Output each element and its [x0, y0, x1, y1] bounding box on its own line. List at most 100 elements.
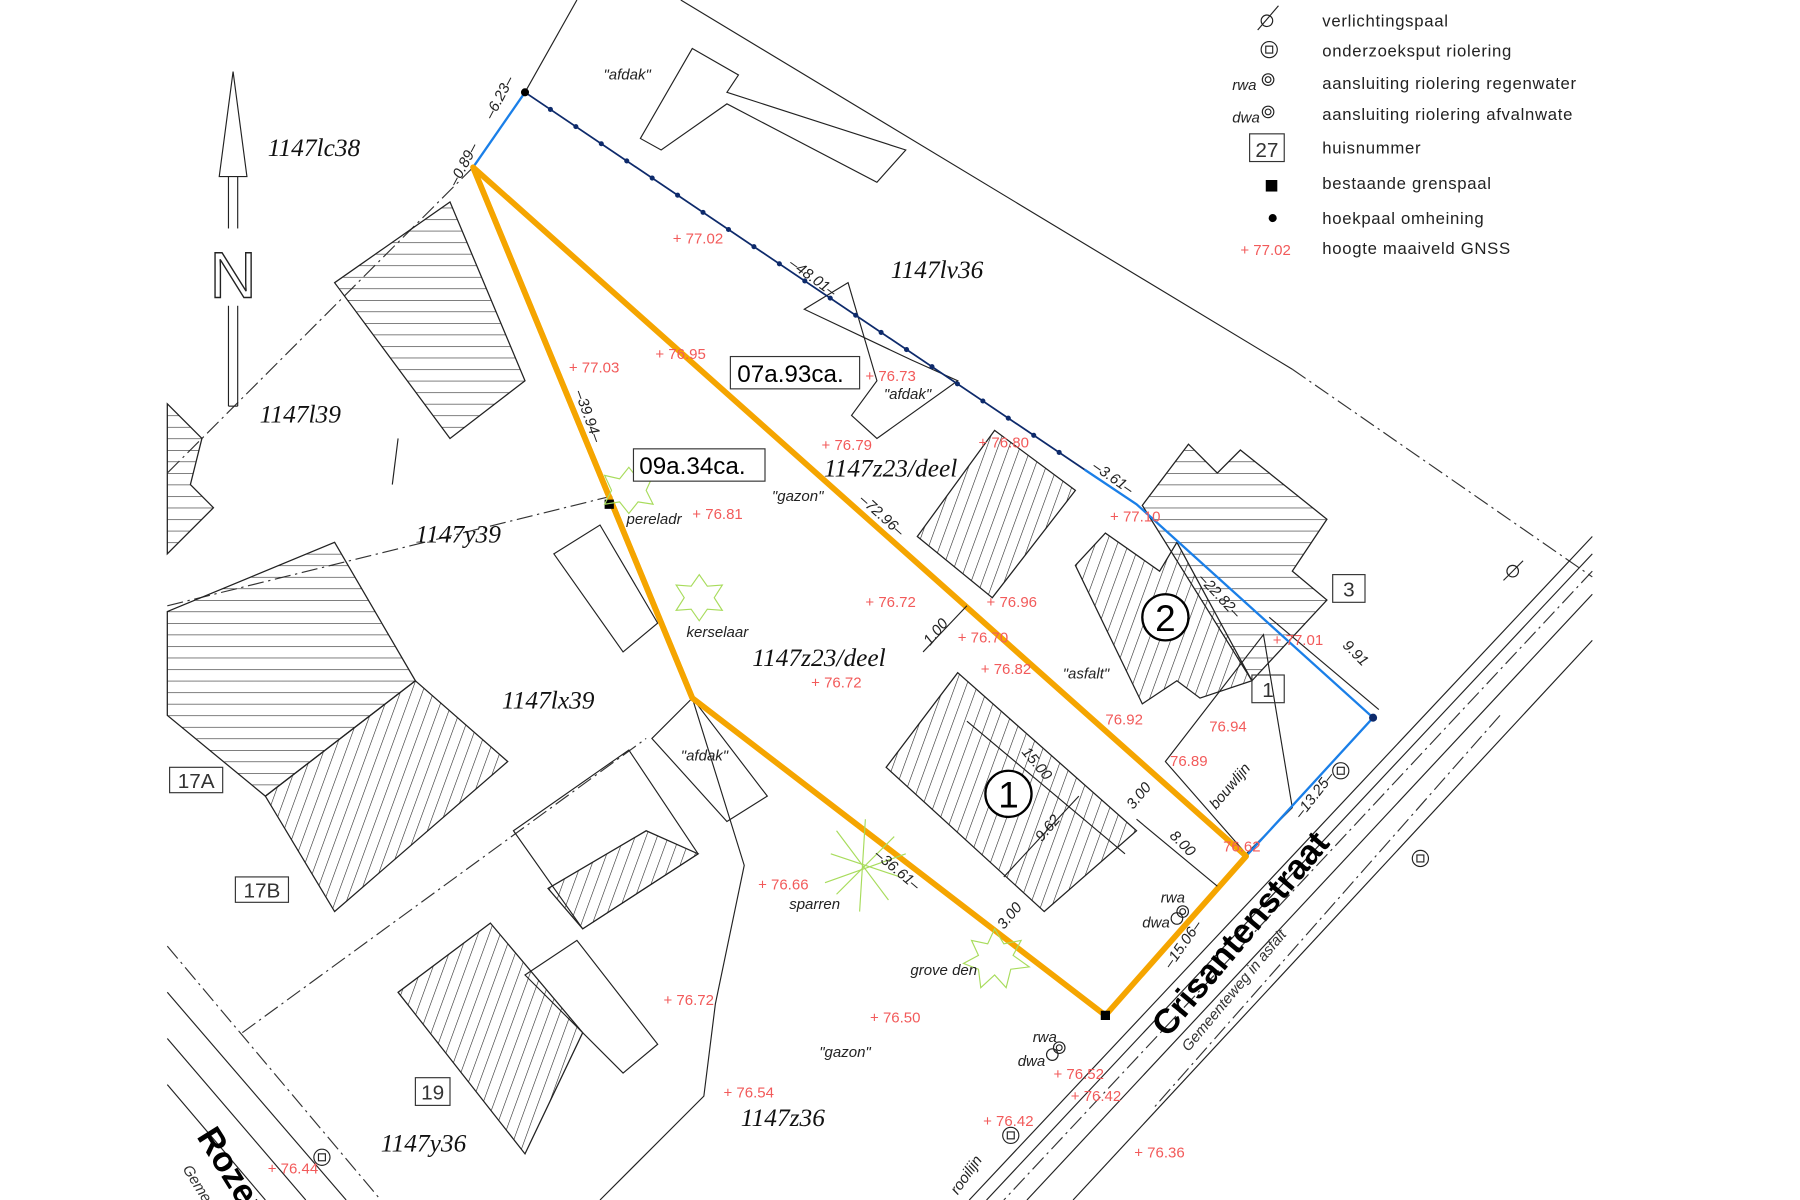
wastewater-connection-icon — [1261, 105, 1275, 119]
fence-post — [980, 398, 986, 404]
boundaries — [470, 88, 1380, 1020]
fence-corner-post — [520, 88, 530, 97]
tree-label: pereladr — [626, 511, 683, 528]
fence-post — [954, 381, 960, 387]
trees — [603, 466, 1031, 989]
legend-label: hoekpaal omheining — [1322, 209, 1484, 228]
legend-label: onderzoeksput riolering — [1322, 42, 1512, 61]
fence-post — [624, 158, 630, 164]
shed-label: "afdak" — [884, 386, 932, 403]
fence-post — [751, 244, 757, 250]
parcel-label: 1147lc38 — [268, 134, 361, 162]
height-point: + 76.72 — [865, 594, 915, 611]
height-point: + 76.72 — [811, 675, 861, 692]
legend-label: verlichtingspaal — [1322, 12, 1448, 31]
height-point: + 77.10 — [1110, 509, 1160, 526]
fence-post — [725, 226, 732, 233]
dimension: –6.23– — [481, 73, 518, 123]
height-point: 76.89 — [1170, 753, 1208, 770]
height-point: + 76.42 — [1071, 1088, 1121, 1105]
house-number: 17B — [243, 880, 280, 903]
inspection-well-icon — [1002, 1126, 1020, 1145]
height-point: + 76.72 — [663, 992, 713, 1009]
height-point: + 76.42 — [983, 1113, 1033, 1130]
tree-icon — [824, 819, 906, 912]
legend: verlichtingspaal onderzoeksput riolering… — [1232, 5, 1576, 259]
alignment-line-label: rooilijn — [947, 1152, 986, 1197]
area-label: 07a.93ca. — [737, 361, 843, 388]
fence-post — [649, 175, 655, 181]
fence-post — [573, 124, 579, 130]
house-numbers: 3 1 17A 17B 19 — [169, 574, 1366, 1106]
legend-prefix: rwa — [1232, 77, 1256, 94]
parcel-label: 1147y36 — [381, 1130, 467, 1158]
dimension: –48.01– — [785, 254, 840, 301]
fence-post — [878, 329, 884, 335]
tree-label: grove den — [910, 962, 977, 979]
fence-post — [700, 209, 706, 215]
height-point: + 76.79 — [822, 437, 872, 454]
height-point: + 76.73 — [865, 368, 915, 385]
fence-post — [827, 295, 833, 301]
fence-post — [1031, 432, 1037, 438]
height-point: + 76.50 — [870, 1009, 920, 1026]
parcel-label: 1147lv36 — [891, 256, 984, 284]
wastewater-connection-icon — [1045, 1041, 1066, 1061]
house-number-icon — [1249, 133, 1285, 163]
existing-boundary — [472, 91, 526, 168]
house-number: 19 — [421, 1082, 444, 1105]
shed-label: "afdak" — [603, 67, 651, 84]
height-point: + 76.52 — [1053, 1066, 1103, 1083]
height-point: + 76.54 — [723, 1084, 773, 1101]
parcel-label: 1147z23/deel — [824, 455, 957, 483]
parcel-labels: 1147lc38 1147l39 1147y39 1147lv36 1147z2… — [260, 134, 984, 1158]
lawn-label: "gazon" — [819, 1044, 871, 1061]
north-arrow: N — [209, 71, 257, 407]
boundary-post-icon — [1265, 180, 1278, 192]
area-label: 09a.34ca. — [639, 453, 745, 480]
height-point: + 77.03 — [569, 360, 619, 377]
height-point: + 76.82 — [981, 661, 1031, 678]
dwa-label: dwa — [1142, 915, 1170, 932]
fence-post — [853, 312, 859, 318]
fence-post — [904, 347, 910, 353]
fence-post — [802, 278, 808, 284]
rainwater-connection-icon — [1170, 905, 1190, 925]
boundary-post — [604, 499, 614, 509]
height-point: + 77.01 — [1273, 632, 1323, 649]
tree-icon — [962, 927, 1031, 989]
shed-label: "afdak" — [681, 747, 729, 764]
inspection-well-icon — [313, 1148, 331, 1166]
dwa-label: dwa — [1018, 1053, 1046, 1070]
house-number: 3 — [1343, 579, 1355, 602]
north-label: N — [210, 240, 257, 312]
parcel-label: 1147z23/deel — [752, 644, 885, 672]
fence-corner-post-icon — [1268, 214, 1277, 223]
parcel-label: 1147y39 — [415, 520, 501, 548]
cadastral-lines — [166, 0, 1593, 1200]
dimension: 3.00 — [1123, 779, 1155, 813]
inspection-well-icon — [1411, 849, 1430, 868]
legend-label: huisnummer — [1322, 138, 1421, 157]
legend-sample: 27 — [1255, 139, 1278, 162]
lot-markers: 1 2 — [984, 593, 1190, 819]
fence-posts — [547, 106, 1062, 456]
existing-boundary-east — [1083, 468, 1375, 857]
height-point: + 76.66 — [758, 877, 808, 894]
dimension: 9.91 — [1339, 637, 1372, 670]
legend-label: aansluiting riolering afvalnwate — [1322, 105, 1573, 124]
inspection-well-icon — [1332, 762, 1350, 780]
area-labels: 07a.93ca. 09a.34ca. — [632, 355, 861, 482]
tree-icon — [675, 573, 724, 622]
parcel-label: 1147l39 — [260, 400, 342, 428]
dimension: 8.00 — [1166, 827, 1199, 860]
height-point: + 77.02 — [673, 230, 723, 247]
street-symbols — [313, 560, 1524, 1166]
lot-number: 1 — [998, 775, 1019, 816]
fence-post — [1005, 415, 1011, 421]
height-point: + 76.95 — [655, 346, 705, 363]
lot-number: 2 — [1155, 598, 1176, 639]
legend-prefix: dwa — [1232, 109, 1260, 126]
street-light-icon — [1257, 5, 1279, 31]
rwa-label: rwa — [1161, 889, 1185, 906]
